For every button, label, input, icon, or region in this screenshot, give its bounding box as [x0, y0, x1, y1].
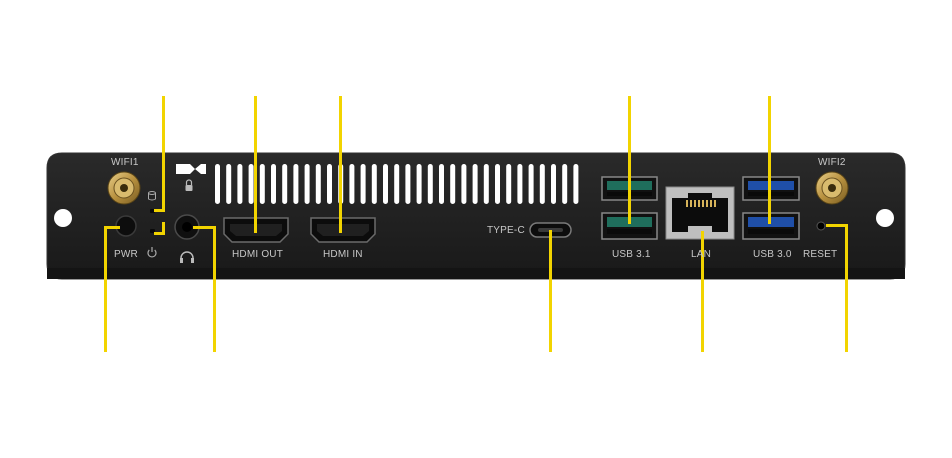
vent-slot	[450, 164, 456, 204]
vent-slot	[405, 164, 411, 204]
wifi2-antenna-connector	[815, 171, 849, 205]
type-c-port[interactable]	[529, 222, 572, 238]
lock-icon	[185, 179, 193, 191]
callout-power-led-tick	[154, 232, 165, 235]
vent-slot	[271, 164, 276, 204]
lan-label: LAN	[691, 249, 712, 260]
lan-contact-pin	[710, 200, 712, 207]
pwr-label: PWR	[114, 249, 138, 260]
callout-disk-led	[162, 96, 165, 212]
vent-slot	[483, 164, 489, 204]
callout-reset-v	[845, 224, 848, 352]
lan-contacts	[686, 200, 716, 207]
vent-slot	[573, 164, 579, 204]
vent-slot	[237, 164, 243, 204]
disk-led	[150, 209, 155, 213]
vent-slot	[282, 164, 288, 204]
vent-slot	[472, 164, 478, 204]
hdmi-in-port[interactable]	[310, 217, 376, 243]
reset-label: RESET	[803, 249, 838, 260]
mount-hole-right	[876, 209, 894, 227]
vent-slot	[248, 164, 254, 204]
vent-slot	[461, 164, 467, 204]
lan-contact-pin	[690, 200, 692, 207]
lan-contact-pin	[698, 200, 700, 207]
vent-slot	[371, 164, 377, 204]
callout-usb31	[628, 96, 631, 224]
hdmi-in-label: HDMI IN	[323, 249, 363, 260]
power-led	[150, 229, 155, 233]
type-c-label: TYPE-C	[487, 225, 525, 236]
vent-slot	[506, 164, 512, 204]
vent-slot	[327, 164, 332, 204]
vent-slot	[495, 164, 500, 204]
callout-disk-led-tick	[154, 209, 165, 212]
vent-slot	[539, 164, 545, 204]
vent-slot	[394, 164, 400, 204]
vent-slot	[427, 164, 433, 204]
vent-slot	[304, 164, 310, 204]
power-icon	[147, 247, 157, 258]
vent-slot	[349, 164, 355, 204]
lan-contact-pin	[694, 200, 696, 207]
lan-contact-pin	[702, 200, 704, 207]
wifi1-antenna-connector	[107, 171, 141, 205]
callout-usb30	[768, 96, 771, 224]
kensington-lock-slot	[176, 164, 206, 174]
vent-slot	[360, 164, 366, 204]
vent-slot	[528, 164, 534, 204]
lan-contact-pin	[686, 200, 688, 207]
callout-audio-h	[193, 226, 216, 229]
vent-slot	[226, 164, 232, 204]
hdmi-out-label: HDMI OUT	[232, 249, 284, 260]
lan-contact-pin	[714, 200, 716, 207]
vent-slot	[215, 164, 220, 204]
callout-power-led	[162, 222, 165, 235]
callout-lines	[104, 96, 848, 352]
vent-slot	[551, 164, 556, 204]
reset-pinhole[interactable]	[816, 221, 826, 231]
headset-icon	[180, 251, 194, 263]
wifi1-label: WIFI1	[111, 157, 139, 168]
vent-slot	[259, 164, 265, 204]
callout-reset-h	[826, 224, 848, 227]
lan-contact-pin	[706, 200, 708, 207]
lan-port[interactable]	[665, 186, 735, 240]
vent-slot	[562, 164, 568, 204]
callout-type-c	[549, 230, 552, 352]
callout-pwr-h	[104, 226, 120, 229]
vent-slot	[439, 164, 444, 204]
callout-lan	[701, 231, 704, 352]
vent-slot	[315, 164, 321, 204]
vent-slot	[517, 164, 523, 204]
usb30-label: USB 3.0	[753, 249, 792, 260]
disk-activity-icon	[148, 191, 156, 201]
callout-pwr-v	[104, 226, 107, 352]
callout-audio-v	[213, 226, 216, 352]
usb31-label: USB 3.1	[612, 249, 651, 260]
vent-slot	[293, 164, 299, 204]
vent-slot	[416, 164, 422, 204]
ventilation-grille	[215, 164, 579, 204]
callout-hdmi-out	[254, 96, 257, 233]
wifi2-label: WIFI2	[818, 157, 846, 168]
panel-bottom-edge	[47, 268, 905, 279]
vent-slot	[383, 164, 388, 204]
mount-hole-left	[54, 209, 72, 227]
callout-hdmi-in	[339, 96, 342, 233]
